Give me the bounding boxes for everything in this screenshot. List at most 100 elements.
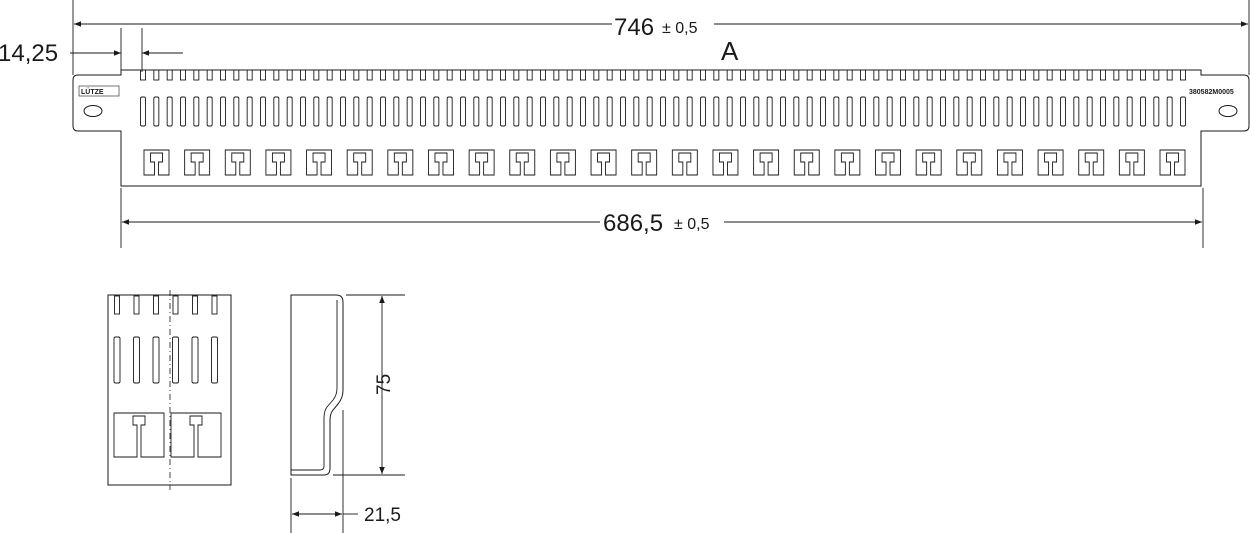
long-slot xyxy=(1180,96,1186,127)
long-slot xyxy=(393,96,400,127)
cable-clip xyxy=(1159,149,1186,176)
long-slot xyxy=(940,96,946,127)
brand-logo-frame xyxy=(78,85,120,97)
cable-clip xyxy=(793,149,820,176)
detail-cable-clip xyxy=(113,412,165,458)
long-slot xyxy=(980,96,986,127)
long-slot xyxy=(1086,96,1093,127)
long-slot xyxy=(806,96,813,127)
top-slot xyxy=(886,69,893,81)
long-slot xyxy=(380,96,386,127)
top-slot xyxy=(1113,69,1120,81)
top-slot xyxy=(1180,69,1186,81)
cable-clip xyxy=(956,149,983,176)
mounting-hole-left xyxy=(83,105,103,117)
top-slot xyxy=(820,69,826,81)
top-slot xyxy=(726,69,733,81)
top-slot xyxy=(753,69,760,81)
top-slot xyxy=(513,69,520,81)
top-slot xyxy=(1033,69,1040,81)
long-slot xyxy=(166,96,173,127)
top-slot xyxy=(553,69,560,81)
top-slot xyxy=(406,69,413,81)
cable-clip xyxy=(631,149,658,176)
top-slot xyxy=(260,69,266,81)
top-slot xyxy=(473,69,480,81)
dimension-height: 75 xyxy=(333,294,405,476)
top-slot xyxy=(646,69,653,81)
top-slot xyxy=(620,69,626,81)
side-view: 75 21,5 xyxy=(290,294,405,533)
long-slot xyxy=(633,96,640,127)
top-slot xyxy=(420,69,426,81)
top-slot xyxy=(900,69,906,81)
top-slot xyxy=(206,69,213,81)
long-slot xyxy=(260,96,266,127)
long-slot xyxy=(753,96,760,127)
long-slot xyxy=(793,96,800,127)
long-slot xyxy=(820,96,826,127)
long-slot xyxy=(460,96,466,127)
cable-clip xyxy=(875,149,901,176)
cable-clip xyxy=(224,149,251,176)
cable-clip xyxy=(428,149,454,176)
cable-clip xyxy=(915,149,942,176)
long-slot xyxy=(540,96,546,127)
top-slot xyxy=(393,69,400,81)
top-slot xyxy=(686,69,693,81)
panel-outline xyxy=(72,69,1250,187)
long-slot xyxy=(1073,96,1080,127)
long-slot xyxy=(366,96,373,127)
long-slot xyxy=(340,96,346,127)
long-slot-row xyxy=(140,96,1186,127)
long-slot xyxy=(766,96,773,127)
detail-long-slot xyxy=(113,336,121,384)
depth-value: 21,5 xyxy=(364,505,401,526)
long-slot xyxy=(526,96,533,127)
long-slot xyxy=(1113,96,1120,127)
long-slot xyxy=(660,96,666,127)
front-view: 746 ± 0,5 14,25 A LÜTZE 380582M0005 xyxy=(0,0,1250,248)
top-slot xyxy=(446,69,453,81)
long-slot xyxy=(993,96,1000,127)
cable-clip xyxy=(834,149,861,176)
top-slot xyxy=(593,69,600,81)
long-slot xyxy=(926,96,933,127)
detail-long-slot xyxy=(172,336,179,384)
top-slot xyxy=(793,69,800,81)
long-slot xyxy=(446,96,453,127)
top-slot xyxy=(740,69,746,81)
cable-clip xyxy=(143,149,170,176)
long-slot xyxy=(246,96,253,127)
cable-clip xyxy=(184,149,211,176)
side-profile xyxy=(290,294,344,476)
top-slot xyxy=(460,69,466,81)
long-slot xyxy=(233,96,240,127)
cable-clip xyxy=(671,149,698,176)
long-slot xyxy=(406,96,413,127)
detail-long-slot xyxy=(133,336,140,384)
top-slot xyxy=(913,69,920,81)
long-slot xyxy=(953,96,960,127)
detail-top-slot xyxy=(192,295,198,315)
long-slot xyxy=(740,96,746,127)
dimension-overall-width: 746 ± 0,5 xyxy=(74,14,1248,41)
long-slot xyxy=(1166,96,1173,127)
cable-clip xyxy=(306,149,333,176)
top-slot xyxy=(326,69,333,81)
long-slot xyxy=(606,96,613,127)
top-slot xyxy=(286,69,293,81)
top-slot xyxy=(833,69,840,81)
top-slot xyxy=(633,69,640,81)
cable-clip xyxy=(590,149,617,176)
long-slot xyxy=(153,96,160,127)
detail-top-slot xyxy=(133,295,140,315)
detail-top-slots xyxy=(114,295,218,315)
top-slot xyxy=(780,69,786,81)
top-slot xyxy=(233,69,240,81)
detail-cable-clip xyxy=(170,412,222,458)
detail-long-slot xyxy=(211,336,218,384)
top-slot xyxy=(1086,69,1093,81)
top-slot xyxy=(566,69,573,81)
top-slot xyxy=(953,69,960,81)
